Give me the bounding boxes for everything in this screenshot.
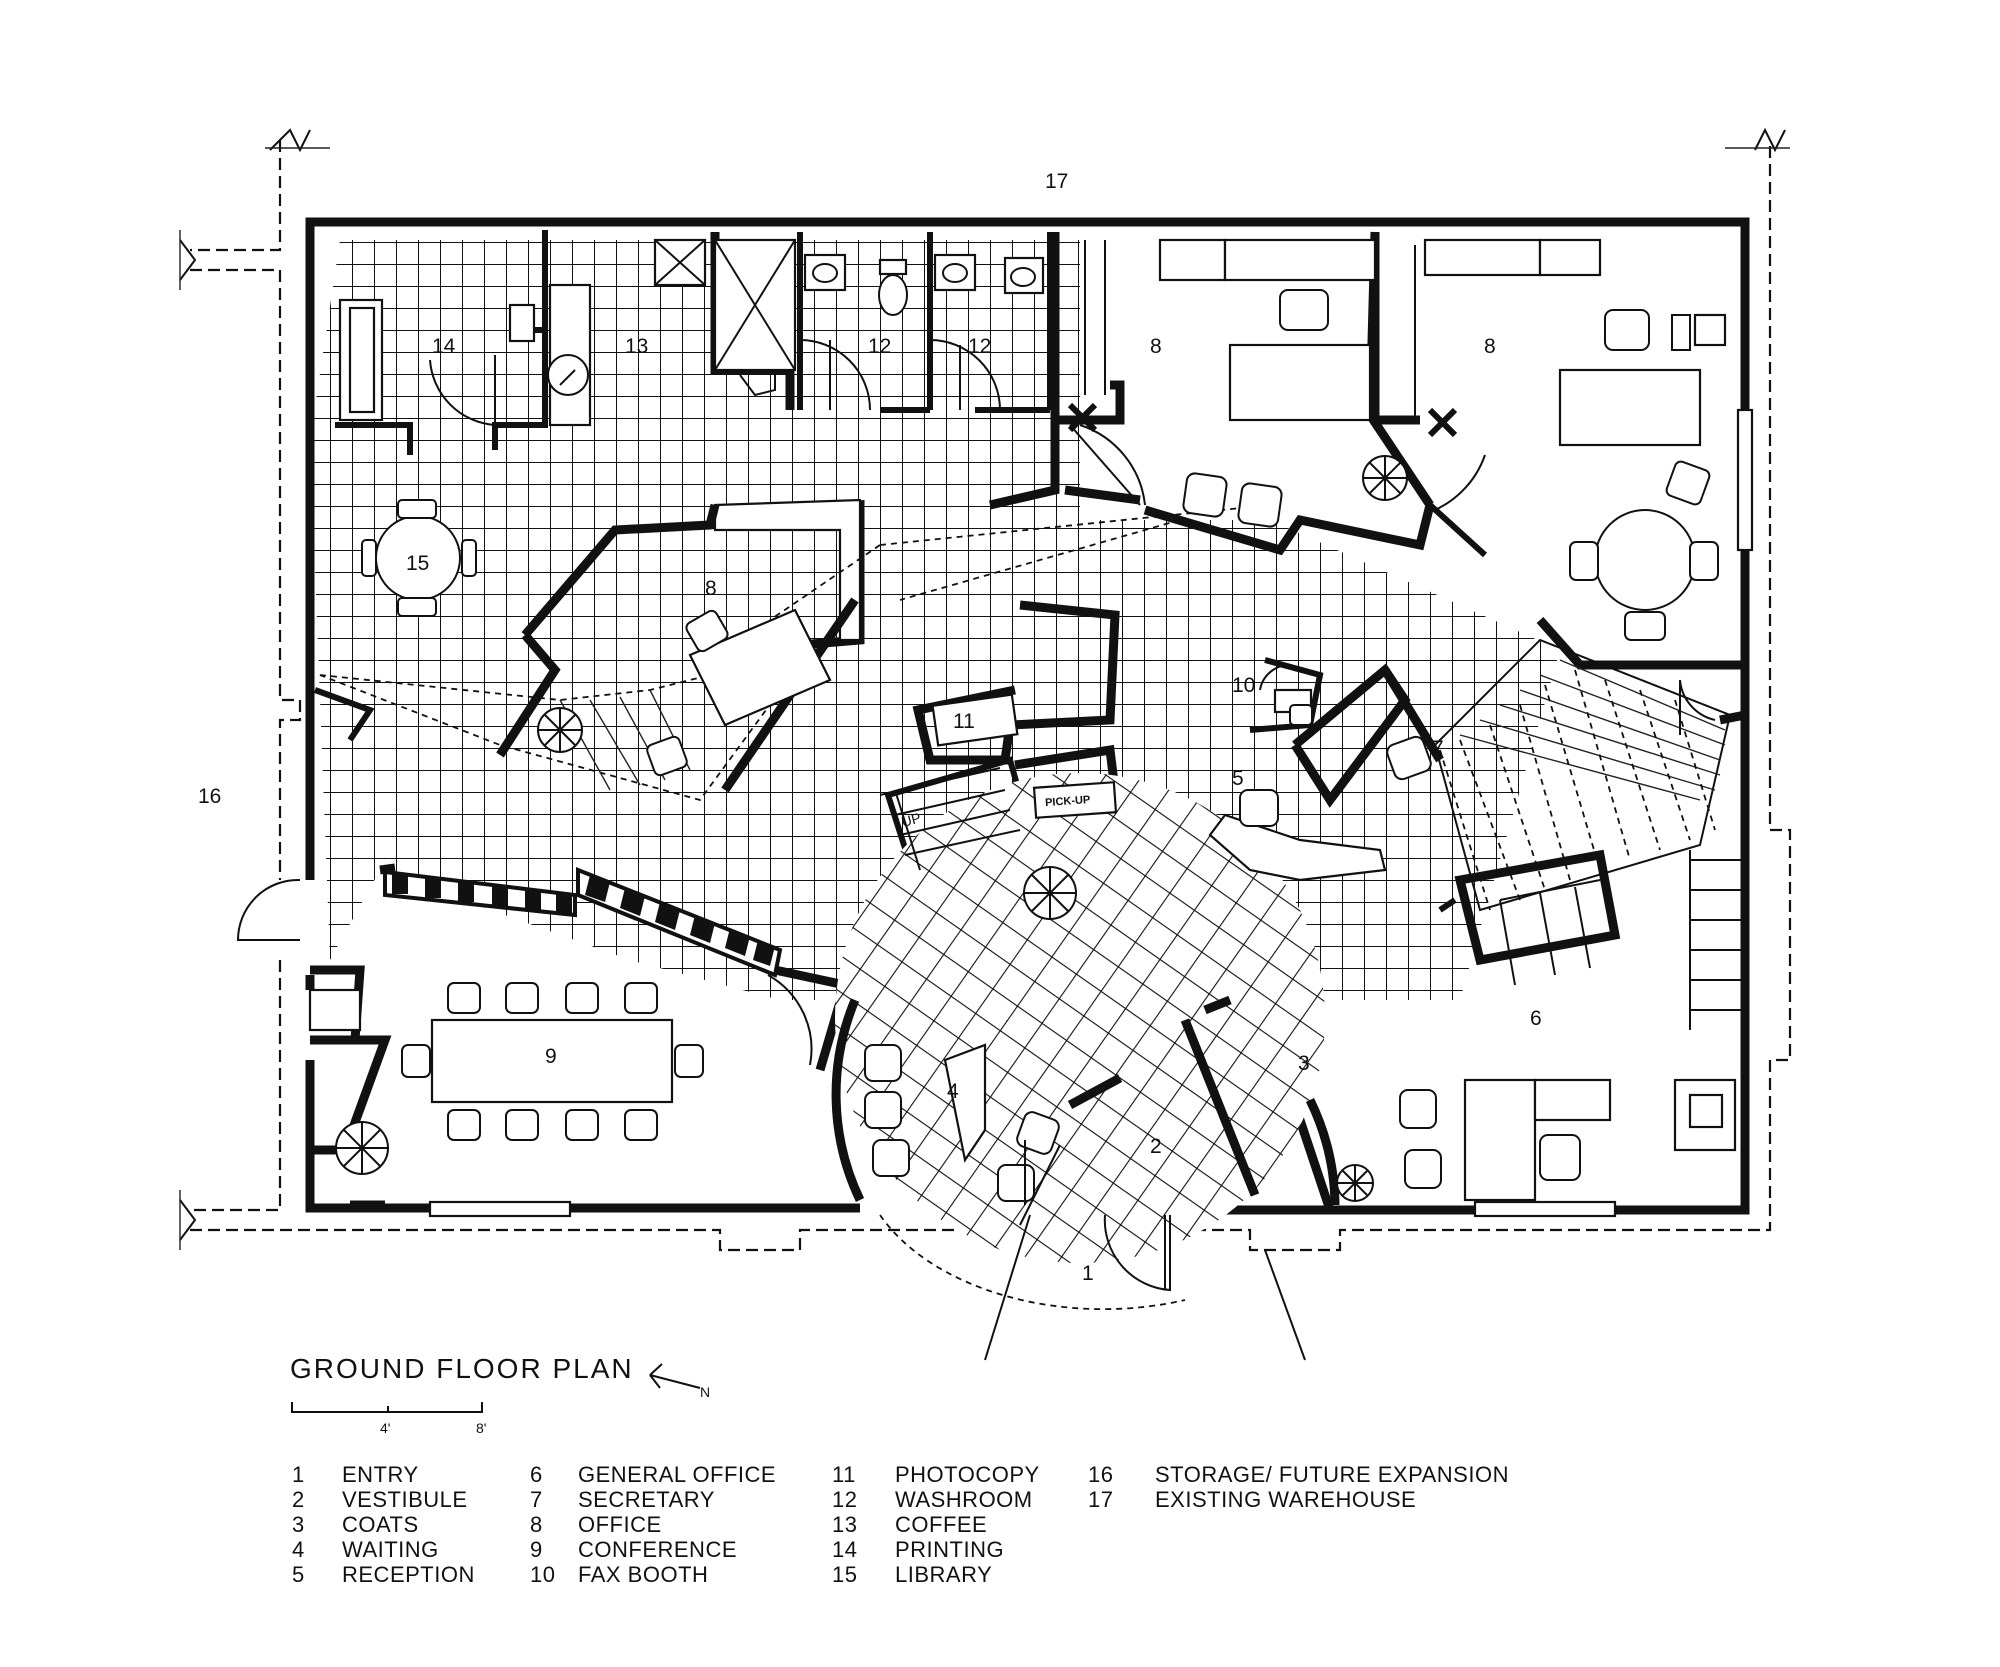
- legend-room-name: PHOTOCOPY: [895, 1462, 1040, 1487]
- pickup-counter: PICK-UP: [1032, 781, 1118, 819]
- legend-number: 12: [832, 1487, 857, 1512]
- exterior-walls: [305, 217, 1754, 1218]
- room-label-5: 5: [1232, 767, 1244, 790]
- room-label-11: 11: [953, 710, 975, 733]
- plant-icon: [335, 1121, 389, 1175]
- room-numbers: 17 16 14 13 12 12 8 8 15 8 11 10 5 7 6 9…: [198, 170, 1542, 1285]
- legend-number: 13: [832, 1512, 857, 1537]
- legend-room-name: COATS: [342, 1512, 419, 1537]
- legend-room-name: OFFICE: [578, 1512, 662, 1537]
- room-label-12a: 12: [868, 335, 891, 358]
- legend-number: 4: [292, 1537, 305, 1562]
- legend-room-name: RECEPTION: [342, 1562, 475, 1587]
- legend-room-name: PRINTING: [895, 1537, 1004, 1562]
- legend-room-name: FAX BOOTH: [578, 1562, 708, 1587]
- plan-title: GROUND FLOOR PLAN: [290, 1353, 634, 1384]
- room-label-15: 15: [406, 552, 429, 575]
- plant-icon: [1023, 866, 1077, 920]
- plant-icon: [537, 707, 583, 753]
- north-label: N: [700, 1384, 710, 1400]
- plant-icon: [1336, 1164, 1374, 1202]
- scale-mid-label: 4': [380, 1420, 390, 1436]
- room-label-2: 2: [1150, 1135, 1162, 1158]
- legend-number: 8: [530, 1512, 543, 1537]
- legend-room-name: LIBRARY: [895, 1562, 992, 1587]
- legend-number: 15: [832, 1562, 857, 1587]
- room-label-12b: 12: [968, 335, 991, 358]
- legend-room-name: ENTRY: [342, 1462, 419, 1487]
- legend-room-name: WAITING: [342, 1537, 439, 1562]
- legend-room-name: CONFERENCE: [578, 1537, 737, 1562]
- legend-number: 5: [292, 1562, 305, 1587]
- room-label-7: 7: [1432, 737, 1444, 760]
- legend-number: 3: [292, 1512, 305, 1537]
- library-furniture: [361, 499, 477, 617]
- office-center-furniture: [646, 504, 1271, 777]
- scale-bar: 4' 8': [291, 1402, 486, 1436]
- conference-furniture: [236, 878, 813, 1175]
- room-label-8b: 8: [1484, 335, 1496, 358]
- scale-end-label: 8': [476, 1420, 486, 1436]
- legend-room-name: STORAGE/ FUTURE EXPANSION: [1155, 1462, 1509, 1487]
- legend-number: 16: [1088, 1462, 1113, 1487]
- legend-number: 6: [530, 1462, 543, 1487]
- north-arrow-icon: [649, 1363, 701, 1389]
- room-label-9: 9: [545, 1045, 557, 1068]
- legend-room-name: VESTIBULE: [342, 1487, 468, 1512]
- room-label-8a: 8: [1150, 335, 1162, 358]
- room-label-1: 1: [1082, 1262, 1094, 1285]
- room-label-4: 4: [947, 1080, 959, 1103]
- office-top-middle-furniture: [1067, 238, 1408, 528]
- legend-number: 11: [832, 1462, 856, 1487]
- legend-room-name: SECRETARY: [578, 1487, 715, 1512]
- legend-room-name: WASHROOM: [895, 1487, 1033, 1512]
- room-label-8c: 8: [705, 577, 717, 600]
- legend-number: 1: [292, 1462, 305, 1487]
- room-label-13: 13: [625, 335, 648, 358]
- general-office-furniture: [1336, 639, 1737, 1202]
- legend-number: 9: [530, 1537, 543, 1562]
- plan-title-block: GROUND FLOOR PLAN N 4' 8': [290, 1353, 710, 1436]
- plant-icon: [1362, 455, 1408, 501]
- legend-number: 7: [530, 1487, 543, 1512]
- legend-room-name: EXISTING WAREHOUSE: [1155, 1487, 1416, 1512]
- legend-room-name: COFFEE: [895, 1512, 987, 1537]
- legend-number: 17: [1088, 1487, 1113, 1512]
- building-outline-dashed: [179, 127, 1792, 1252]
- room-label-17: 17: [1045, 170, 1068, 193]
- washroom-fixtures: [799, 253, 1045, 411]
- conference-display-band: [383, 867, 783, 978]
- legend-number: 10: [530, 1562, 555, 1587]
- pickup-label: PICK-UP: [1045, 794, 1091, 809]
- entry-door: [1024, 1140, 1171, 1292]
- coffee-furniture: [547, 238, 797, 427]
- room-label-6: 6: [1530, 1007, 1542, 1030]
- room-label-16: 16: [198, 785, 221, 808]
- printing-furniture: [338, 298, 536, 426]
- office-top-right-furniture: [1414, 238, 1727, 641]
- legend-number: 2: [292, 1487, 305, 1512]
- legend-number: 14: [832, 1537, 857, 1562]
- legend-room-name: GENERAL OFFICE: [578, 1462, 776, 1487]
- room-label-10: 10: [1232, 674, 1255, 697]
- room-label-14: 14: [432, 335, 456, 358]
- up-label: UP: [900, 809, 923, 829]
- room-legend: 1 ENTRY 2 VESTIBULE 3 COATS 4 WAITING 5 RECEPTION…: [292, 1462, 1509, 1587]
- reception-furniture: [1208, 663, 1432, 882]
- room-label-3: 3: [1298, 1052, 1310, 1075]
